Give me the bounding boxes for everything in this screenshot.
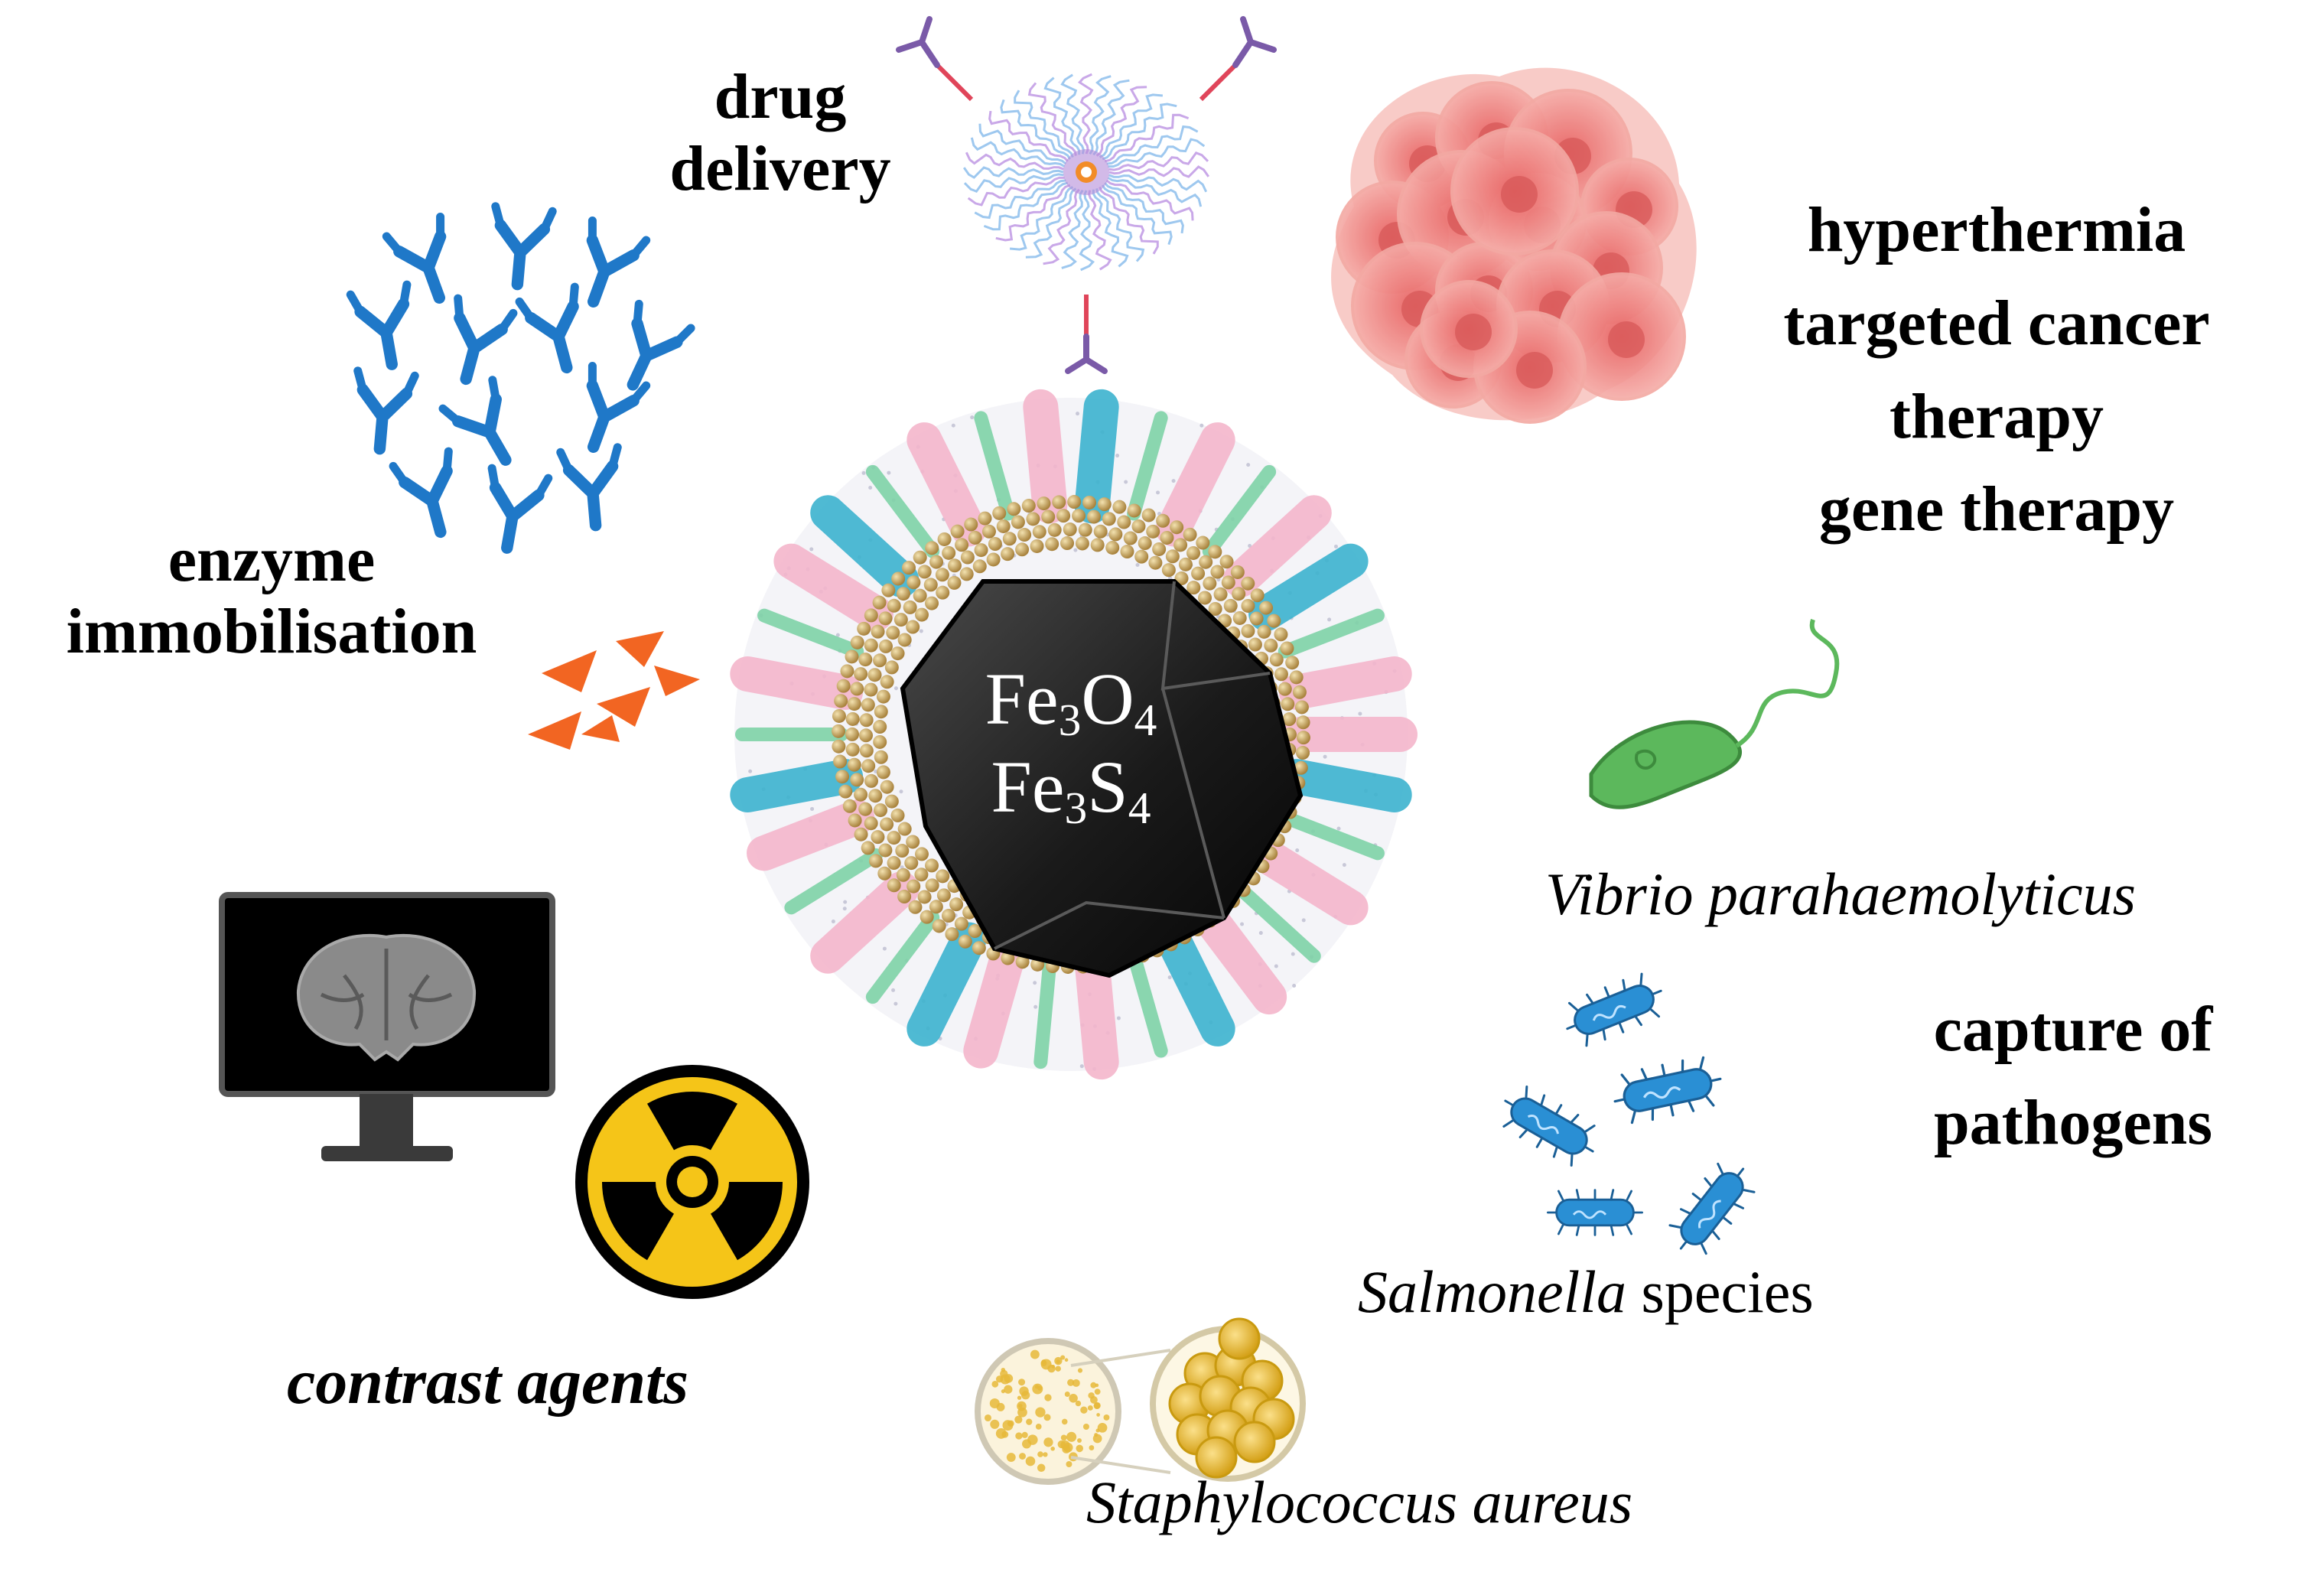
- label-salmonella-genus: Salmonella: [1358, 1258, 1626, 1325]
- label-drug-delivery: drug delivery: [627, 61, 933, 205]
- enzyme-fragment-icon: [528, 631, 700, 750]
- label-enzyme-immobilisation: enzyme immobilisation: [15, 524, 528, 668]
- label-salmonella-species: Salmonella species: [1358, 1258, 1814, 1325]
- label-vibrio: Vibrio parahaemolyticus: [1545, 861, 2136, 927]
- core-formula-line-1: Fe3O4: [956, 658, 1186, 746]
- vibrio-bacterium-icon: [1591, 620, 1837, 807]
- label-capture-of-pathogens: capture of pathogens: [1867, 983, 2280, 1170]
- label-contrast-agents: contrast agents: [287, 1346, 688, 1418]
- salmonella-bacterium-icon: [1493, 968, 1762, 1263]
- label-salmonella-species-word: species: [1626, 1258, 1814, 1325]
- monitor-brain-scan-icon: [222, 895, 552, 1161]
- cancer-cells-icon: [1331, 68, 1697, 422]
- label-staphylococcus: Staphylococcus aureus: [1086, 1469, 1632, 1535]
- micelle-icon: [899, 19, 1274, 371]
- label-therapies: hyperthermia targeted cancer therapy gen…: [1714, 184, 2280, 556]
- core-formula-line-2: Fe3S4: [956, 746, 1186, 834]
- core-formula: Fe3O4 Fe3S4: [956, 658, 1186, 833]
- petri-dish-icon: [978, 1319, 1303, 1482]
- radiation-icon: [581, 1071, 803, 1293]
- antibody-icon: [350, 207, 691, 553]
